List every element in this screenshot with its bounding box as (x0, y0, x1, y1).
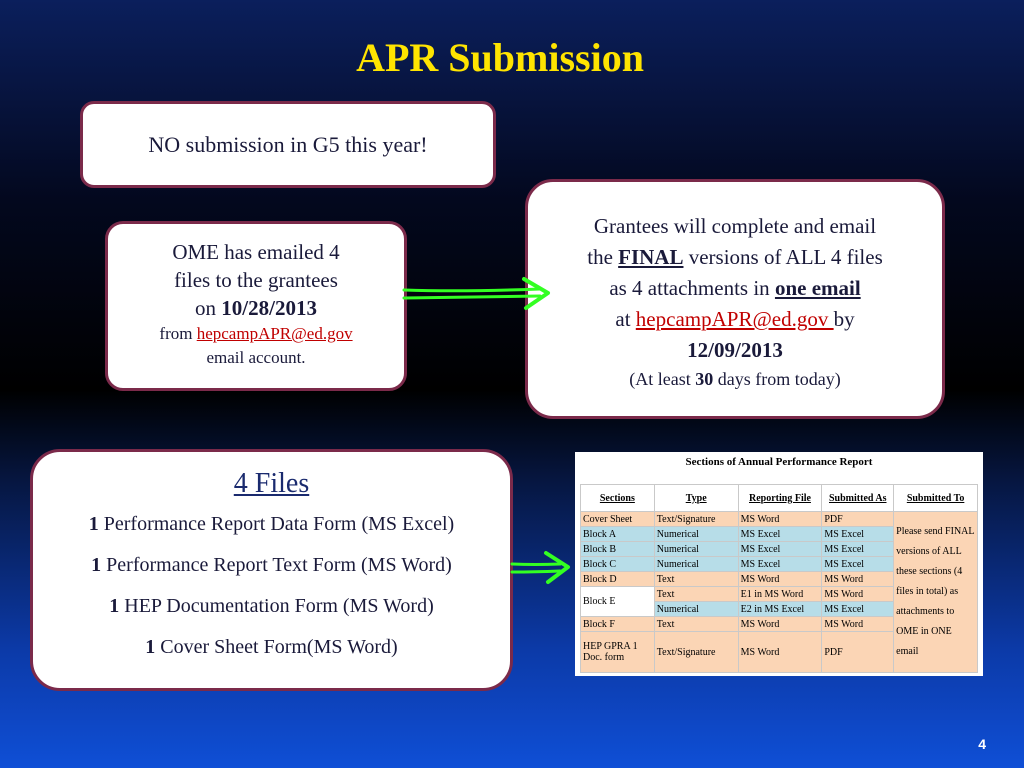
ome-line-3: on 10/28/2013 (108, 294, 404, 322)
table-cell: MS Excel (821, 601, 895, 617)
grantees-attachments-text: as 4 attachments in (609, 276, 775, 300)
table-header-row: Sections Type Reporting File Submitted A… (580, 484, 978, 512)
ome-on-label: on (195, 296, 222, 320)
table-cell: MS Word (821, 571, 895, 587)
table-cell: HEP GPRA 1 Doc. form (580, 631, 655, 673)
column-header: Sections (580, 484, 655, 512)
table-cell: Numerical (653, 556, 739, 572)
table-cell: Numerical (653, 601, 739, 617)
file-count: 1 (145, 636, 156, 658)
page-number: 4 (978, 736, 986, 752)
files-title: 4 Files (233, 468, 310, 499)
table-cell: MS Word (821, 586, 895, 602)
arrow-right-icon (402, 277, 550, 310)
table-cell: Text/Signature (653, 511, 739, 527)
apr-sections-table: Sections Type Reporting File Submitted A… (580, 484, 978, 673)
grantees-line-4: at hepcampAPR@ed.gov by (528, 304, 942, 335)
grantees-the-label: the (587, 245, 619, 269)
grantees-versions-text: versions of ALL 4 files (683, 245, 883, 269)
table-cell: Block B (580, 541, 655, 557)
table-cell: Text (653, 616, 739, 632)
table-caption: Sections of Annual Performance Report (685, 456, 873, 468)
no-submission-box: NO submission in G5 this year! (80, 101, 496, 188)
table-cell: MS Word (737, 511, 823, 527)
file-count: 1 (109, 595, 120, 617)
ome-date: 10/28/2013 (221, 296, 317, 320)
file-label: Performance Report Data Form (MS Excel) (98, 513, 455, 535)
no-submission-text: NO submission in G5 this year! (148, 132, 428, 157)
table-cell: Text/Signature (653, 631, 739, 673)
table-cell: Text (653, 586, 739, 602)
grantees-line-3: as 4 attachments in one email (528, 273, 942, 304)
column-header: Submitted As (821, 484, 895, 512)
table-row: Block B Numerical MS Excel MS Excel (580, 541, 978, 557)
arrow-right-icon (510, 551, 570, 584)
ome-from-label: from (159, 324, 197, 343)
column-header: Reporting File (737, 484, 823, 512)
four-files-box: 4 Files 1 Performance Report Data Form (… (30, 449, 513, 691)
file-label: HEP Documentation Form (MS Word) (119, 595, 434, 617)
table-cell: Numerical (653, 541, 739, 557)
grantees-instructions-box: Grantees will complete and email the FIN… (525, 179, 945, 419)
slide-title: APR Submission (356, 35, 644, 80)
ome-line-1: OME has emailed 4 (172, 240, 340, 264)
table-cell: MS Excel (821, 541, 895, 557)
table-cell: MS Excel (737, 526, 823, 542)
file-count: 1 (88, 513, 99, 535)
table-row: Block F Text MS Word MS Word (580, 616, 978, 632)
at-least-prefix: (At least (629, 369, 696, 389)
table-cell: MS Excel (737, 541, 823, 557)
file-item: 1 Cover Sheet Form(MS Word) (33, 635, 510, 660)
ome-account-text: email account. (206, 348, 306, 367)
table-cell: Block C (580, 556, 655, 572)
table-row: Block D Text MS Word MS Word (580, 571, 978, 587)
table-cell: Block D (580, 571, 655, 587)
grantees-at-label: at (615, 307, 636, 331)
grantees-line-1: Grantees will complete and email (593, 214, 877, 238)
file-count: 1 (91, 554, 102, 576)
grantees-due-date: 12/09/2013 (687, 338, 783, 362)
ome-from-line: from hepcampAPR@ed.gov (108, 322, 404, 346)
table-cell: MS Excel (821, 526, 895, 542)
table-cell: MS Word (737, 571, 823, 587)
table-cell: PDF (821, 631, 895, 673)
grantees-line-2: the FINAL versions of ALL 4 files (528, 242, 942, 273)
table-cell: Numerical (653, 526, 739, 542)
ome-line-2: files to the grantees (174, 268, 338, 292)
table-cell: MS Word (737, 631, 823, 673)
table-cell: MS Word (737, 616, 823, 632)
table-cell: MS Excel (737, 556, 823, 572)
table-cell: Block A (580, 526, 655, 542)
table-cell: E2 in MS Excel (737, 601, 823, 617)
submitted-to-cell: Please send FINAL versions of ALL these … (893, 511, 978, 673)
table-cell: E1 in MS Word (737, 586, 823, 602)
column-header: Type (653, 484, 739, 512)
table-cell: MS Word (821, 616, 895, 632)
at-least-suffix: days from today) (713, 369, 841, 389)
grantees-by-label: by (833, 307, 855, 331)
one-email-emphasis: one email (774, 276, 861, 300)
ome-emailed-box: OME has emailed 4 files to the grantees … (105, 221, 407, 391)
days-count: 30 (695, 369, 714, 389)
file-label: Cover Sheet Form(MS Word) (155, 636, 398, 658)
apr-sections-table-image: Sections of Annual Performance Report Se… (575, 452, 983, 676)
final-emphasis: FINAL (618, 245, 684, 269)
table-cell: PDF (821, 511, 895, 527)
table-row: Cover Sheet Text/Signature MS Word PDF P… (580, 511, 978, 673)
table-cell: Block F (580, 616, 655, 632)
table-cell: Cover Sheet (580, 511, 655, 527)
grantees-email-link[interactable]: hepcampAPR@ed.gov (635, 307, 834, 331)
grantees-at-least-line: (At least 30 days from today) (528, 366, 942, 392)
file-item: 1 HEP Documentation Form (MS Word) (33, 594, 510, 619)
file-item: 1 Performance Report Text Form (MS Word) (33, 553, 510, 578)
file-item: 1 Performance Report Data Form (MS Excel… (33, 512, 510, 537)
table-cell: MS Excel (821, 556, 895, 572)
column-header: Submitted To (893, 484, 978, 512)
table-cell: Text (653, 571, 739, 587)
ome-email-link[interactable]: hepcampAPR@ed.gov (196, 324, 353, 343)
table-row: Block C Numerical MS Excel MS Excel (580, 556, 978, 572)
table-row: Numerical E2 in MS Excel MS Excel (580, 601, 978, 617)
file-label: Performance Report Text Form (MS Word) (101, 554, 452, 576)
table-cell: Block E (580, 586, 655, 617)
